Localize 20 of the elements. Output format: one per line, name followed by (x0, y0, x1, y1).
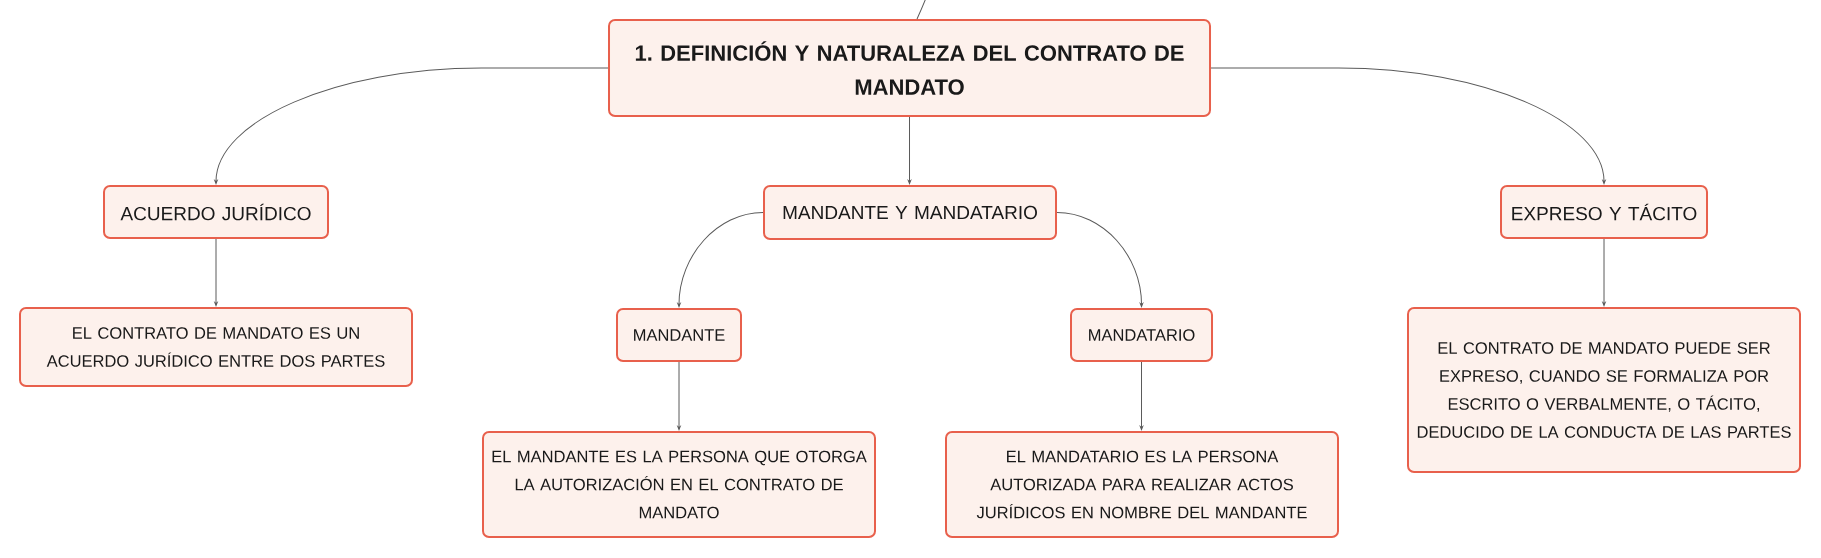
subtopic-box: MANDANTE (616, 308, 742, 362)
subtopic-box: MANDATARIO (1070, 308, 1213, 362)
topic-box: MANDANTE Y MANDATARIO (763, 185, 1057, 240)
connector-arrow (677, 361, 681, 431)
connector-arrow (1602, 238, 1606, 307)
topic-box: EXPRESO Y TÁCITO (1500, 185, 1708, 239)
central-topic-box: 1. DEFINICIÓN Y NATURALEZA DEL CONTRATO DE MANDATO (608, 19, 1211, 117)
description-box: EL CONTRATO DE MANDATO PUEDE SER EXPRESO, CUANDO SE FORMALIZA POR ESCRITO O VERBALMENTE, O TÁCITO, DEDUCIDO DE LA CONDUCTA DE LAS PARTES (1407, 307, 1801, 473)
connector-arrow (1056, 212, 1144, 308)
connector-arrow (907, 116, 912, 185)
connector-arrow (214, 67, 609, 185)
description-box: EL MANDATARIO ES LA PERSONA AUTORIZADA PARA REALIZAR ACTOS JURÍDICOS EN NOMBRE DEL MANDANTE (945, 431, 1339, 538)
topic-box: ACUERDO JURÍDICO (103, 185, 329, 239)
description-box: EL MANDANTE ES LA PERSONA QUE OTORGA LA AUTORIZACIÓN EN EL CONTRATO DE MANDATO (482, 431, 876, 538)
connector-arrow (677, 212, 764, 308)
connector-arrow (1210, 67, 1606, 185)
description-box: EL CONTRATO DE MANDATO ES UN ACUERDO JURÍDICO ENTRE DOS PARTES (19, 307, 413, 387)
connector-line (916, 0, 927, 20)
connector-arrow (1139, 361, 1144, 431)
connector-arrow (214, 238, 218, 307)
